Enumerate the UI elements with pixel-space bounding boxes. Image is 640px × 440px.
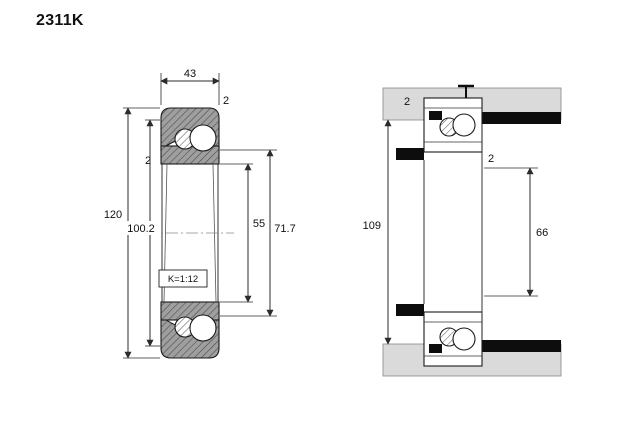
housing-dim-label: 109 bbox=[363, 220, 381, 232]
outer-chamfer-label: 2 bbox=[223, 95, 229, 107]
land-label-bg bbox=[122, 221, 160, 235]
taper-label: K=1:12 bbox=[168, 274, 198, 285]
shaft-chamfer-label: 2 bbox=[488, 153, 494, 165]
innerland-dim-label: 71.7 bbox=[274, 223, 295, 235]
taper-label-box bbox=[158, 269, 208, 288]
bore-dim-label: 55 bbox=[253, 218, 265, 230]
section-view: K=1:12 43 2 2 120 100.2 bbox=[99, 68, 296, 359]
mounted-view: 2 2 109 66 bbox=[363, 84, 562, 377]
spacer-bar-left-lower bbox=[396, 304, 424, 316]
ball-front-mounted-bottom bbox=[452, 327, 476, 351]
od-dim-label: 120 bbox=[104, 209, 122, 221]
land-dim-label: 100.2 bbox=[127, 223, 155, 235]
ball-row-front-top bbox=[189, 124, 217, 152]
ball-front-mounted-top bbox=[452, 113, 476, 137]
od-label-bg bbox=[99, 207, 127, 221]
spacer-bar-bottom-right bbox=[482, 340, 561, 352]
ball-row-front-bottom bbox=[189, 314, 217, 342]
housing-chamfer-label: 2 bbox=[404, 96, 410, 108]
page-title: 2311K bbox=[36, 12, 84, 29]
cage-block-bottom bbox=[429, 344, 442, 353]
shaft-dim-label: 66 bbox=[536, 227, 548, 239]
cage-block-top bbox=[429, 111, 442, 120]
spacer-bar-left-upper bbox=[396, 148, 424, 160]
spacer-bar-top-right bbox=[482, 112, 561, 124]
width-dim-label: 43 bbox=[184, 68, 196, 80]
